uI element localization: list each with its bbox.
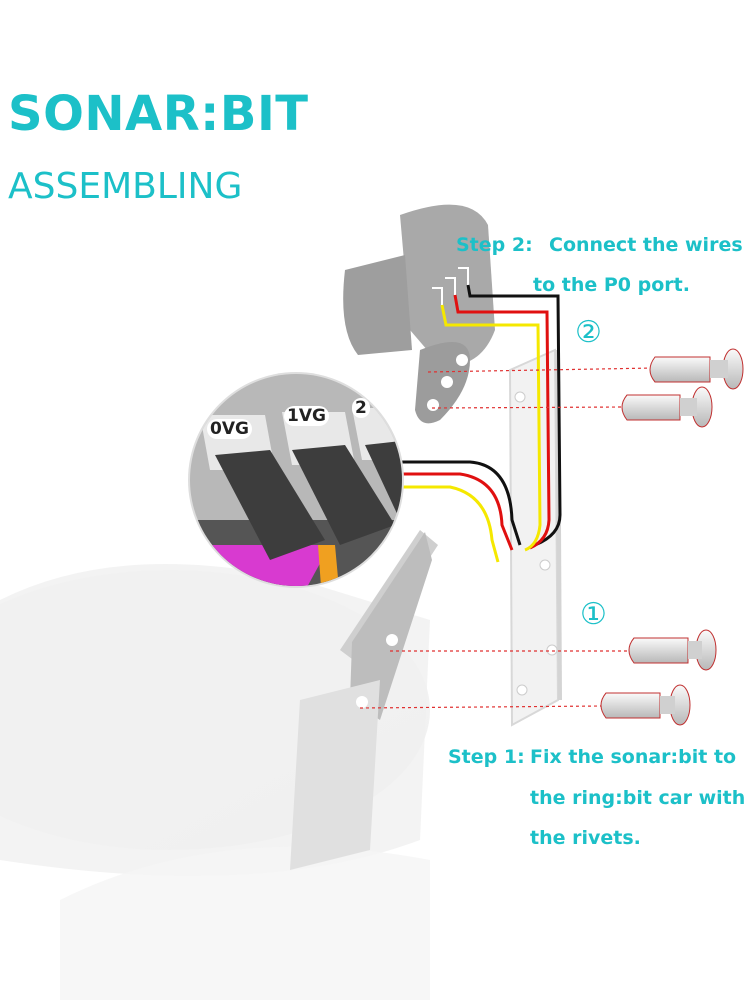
step2-label: Step 2: (456, 234, 533, 256)
mount-plate-icon (290, 530, 438, 870)
pin-label-p1: 1VG (284, 406, 329, 426)
rivet-icon (628, 629, 717, 671)
guide-lines (359, 367, 656, 709)
step2-marker: ② (575, 315, 602, 350)
step1-line2: the ring:bit car with (530, 787, 746, 809)
step1-line3: the rivets. (530, 827, 641, 849)
step1-marker: ① (580, 597, 607, 632)
rivet-icon (649, 348, 744, 390)
rivet-icon (621, 386, 713, 428)
step1-label: Step 1: (448, 746, 525, 768)
step1-line1: Fix the sonar:bit to (530, 746, 737, 768)
pin-label-p0: 0VG (207, 419, 252, 439)
page-subtitle: ASSEMBLING (8, 166, 243, 207)
step2-line2: to the P0 port. (533, 274, 690, 296)
rivet-icon (600, 684, 691, 726)
port-closeup-icon (188, 372, 404, 588)
page-title: SONAR:BIT (8, 86, 309, 142)
wires (400, 284, 562, 563)
step2-line1: Connect the wires (549, 234, 743, 256)
pin-label-p2: 2 (352, 398, 370, 418)
